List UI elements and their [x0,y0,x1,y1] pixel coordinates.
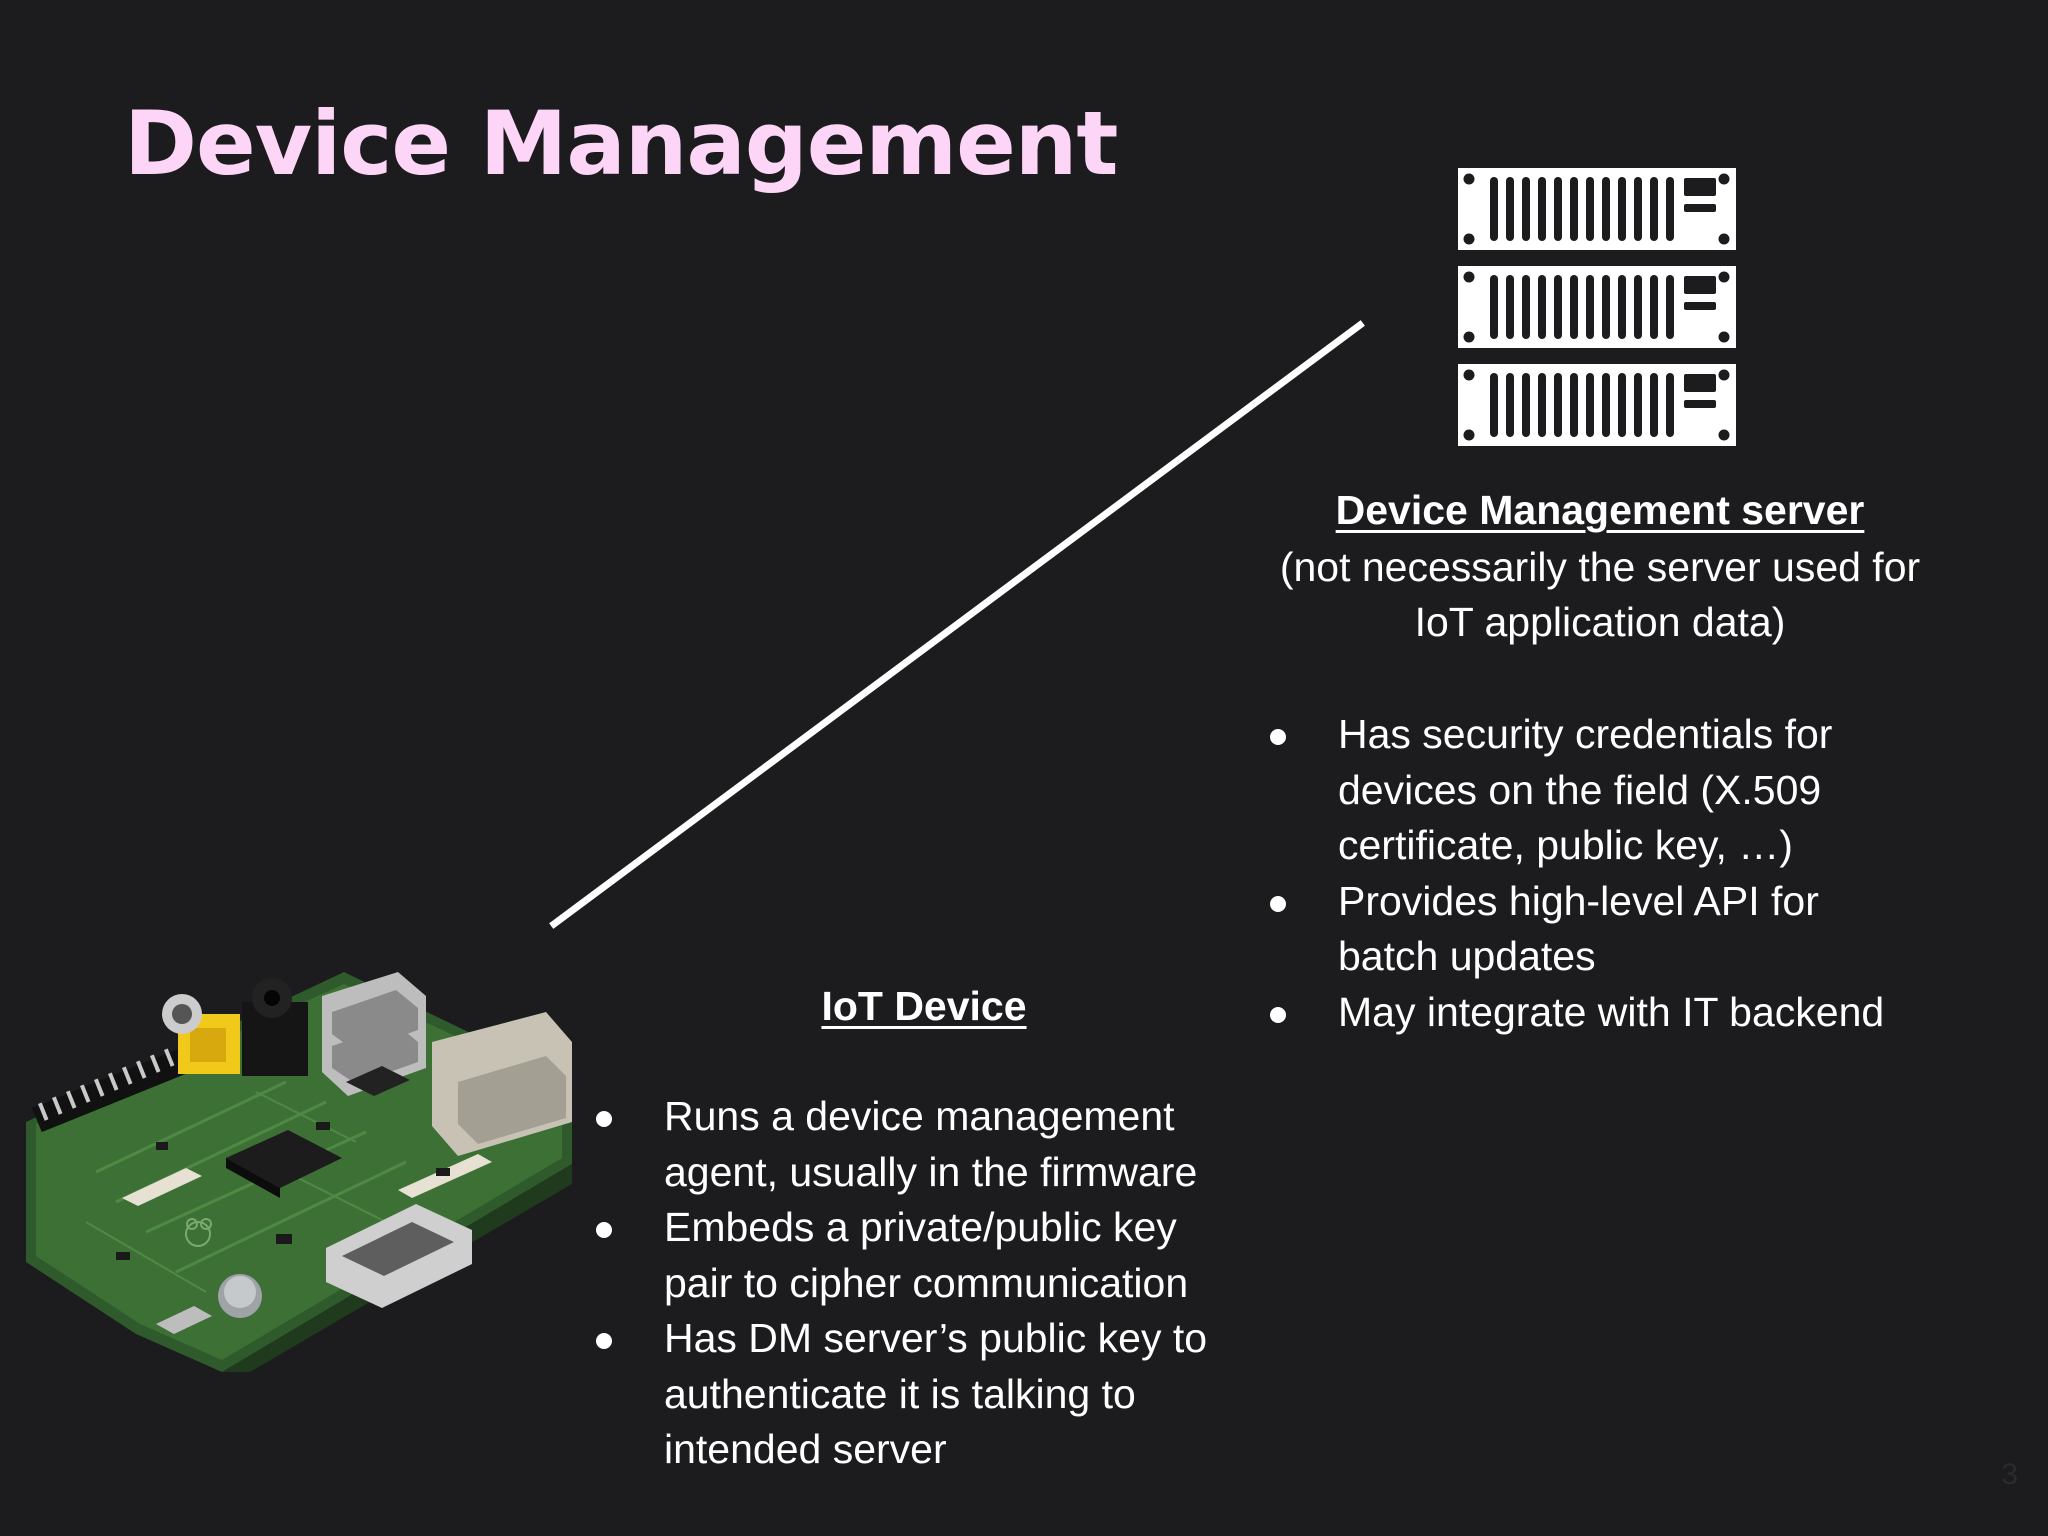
single-board-computer-photo [26,972,572,1372]
bullet-dot [1270,895,1286,912]
bullet-text-line: Provides high-level API for [1338,877,1819,924]
bullet-dot [1270,729,1286,745]
slide-title: Device Management [124,92,1118,195]
bullet-text-line: authenticate it is talking to [664,1370,1136,1417]
bullet-dot [596,1333,612,1349]
bullet-text-line: agent, usually in the firmware [664,1148,1198,1195]
bullet-dot [596,1111,612,1127]
bullet-text-line: Has security credentials for [1338,711,1833,757]
server-rack-icon [1458,168,1736,446]
bullet-text-line: pair to cipher communication [664,1259,1189,1306]
list-item: May integrate with IT backend [1258,985,1978,1041]
server-subtitle-line-2: IoT application data) [1414,599,1786,645]
bullet-text-line: Embeds a private/public key [664,1204,1177,1250]
bullet-text-line: Runs a device management [664,1093,1175,1139]
bullet-dot [1270,1006,1286,1023]
bullet-text-line: intended server [664,1426,947,1472]
server-subtitle-line-1: (not necessarily the server used for [1279,544,1921,590]
bullet-text-line: May integrate with IT backend [1338,988,1885,1035]
device-bullet-list: Runs a device management agent, usually … [584,1089,1284,1478]
list-item: Runs a device management agent, usually … [584,1089,1284,1200]
bullet-dot [596,1222,612,1238]
server-bullet-list: Has security credentials for devices on … [1258,707,1978,1040]
bullet-text-line: devices on the field (X.509 [1338,766,1822,813]
page-number: 3 [2001,1458,2018,1491]
list-item: Has security credentials for devices on … [1258,707,1978,874]
device-heading: IoT Device [821,983,1027,1029]
bullet-text-line: certificate, public key, …) [1338,822,1793,868]
list-item: Embeds a private/public key pair to ciph… [584,1200,1284,1311]
bullet-text-line: Has DM server’s public key to [664,1315,1208,1361]
server-heading: Device Management server [1335,487,1865,533]
bullet-text-line: batch updates [1338,933,1596,979]
list-item: Provides high-level API for batch update… [1258,874,1978,985]
list-item: Has DM server’s public key to authentica… [584,1311,1284,1478]
